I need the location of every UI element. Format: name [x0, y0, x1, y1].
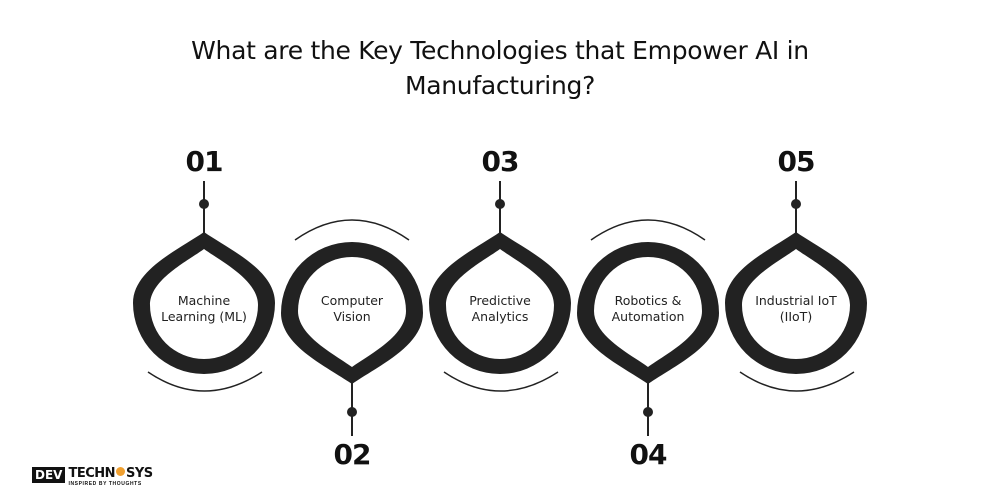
title-line-1: What are the Key Technologies that Empow… [191, 36, 809, 65]
item-01-label-line1: Machine [177, 293, 231, 308]
item-03-shape [429, 181, 571, 392]
item-04-label-line1: Robotics & [614, 293, 682, 308]
item-02-label-line1: Computer [320, 293, 384, 308]
item-03-number: 03 [481, 145, 520, 178]
item-05-label: Industrial IoT (IIoT) [741, 293, 851, 325]
item-03-label-line1: Predictive [469, 293, 531, 308]
item-02-label: Computer Vision [297, 293, 407, 325]
item-03-label-line2: Analytics [471, 309, 529, 324]
devtechnosys-logo: DEV TECHN SYS INSPIRED BY THOUGHTS [32, 467, 153, 487]
item-05-label-line1: Industrial IoT [755, 293, 837, 308]
item-02-shape [281, 219, 423, 436]
logo-wordmark: TECHN SYS [68, 466, 153, 481]
item-05-number: 05 [777, 145, 816, 178]
item-02-label-line2: Vision [333, 309, 371, 324]
item-01-shape [133, 181, 275, 392]
item-04-label-line2: Automation [611, 309, 685, 324]
item-05-shape [725, 181, 867, 392]
item-04-label: Robotics & Automation [593, 293, 703, 325]
item-01-number: 01 [185, 145, 224, 178]
item-04-shape [577, 219, 719, 436]
logo-tech-text: TECHN [68, 466, 116, 481]
item-05-label-line2: (IIoT) [779, 309, 813, 324]
title-line-2: Manufacturing? [404, 71, 596, 100]
logo-sys-text: SYS [126, 466, 153, 481]
item-03-label: Predictive Analytics [445, 293, 555, 325]
logo-dev-badge: DEV [32, 467, 66, 483]
item-01-label-line2: Learning (ML) [161, 309, 247, 324]
item-01-label: Machine Learning (ML) [149, 293, 259, 325]
page-title: What are the Key Technologies that Empow… [0, 33, 1000, 103]
item-02-number: 02 [333, 438, 372, 471]
gear-icon [116, 467, 126, 476]
logo-tagline: INSPIRED BY THOUGHTS [68, 481, 142, 487]
item-04-number: 04 [629, 438, 668, 471]
